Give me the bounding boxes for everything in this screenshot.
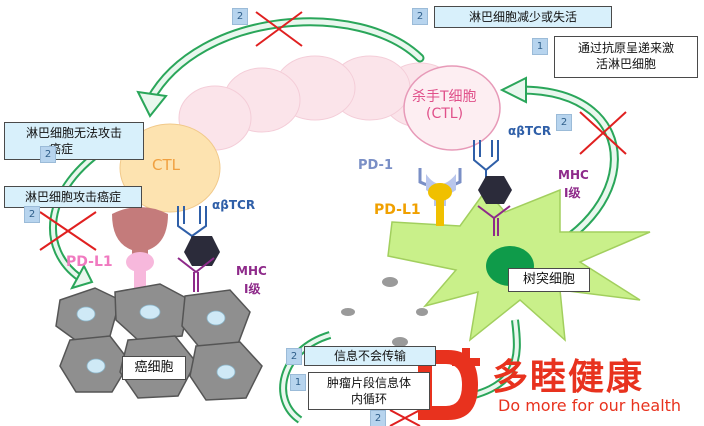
cross-left (39, 211, 97, 251)
cancer-cell-cluster (55, 283, 263, 401)
mhc-right-label: MHC (558, 168, 589, 182)
marker-tumor: 1 (290, 374, 306, 391)
killer-ctl-paren: (CTL) (426, 106, 464, 122)
box-tumor-line1: 肿瘤片段信息体 (309, 375, 429, 391)
mhc-left-label: MHC (236, 264, 267, 278)
tumor-line1-text: 肿瘤片段信息 (326, 376, 399, 390)
pdl1-right-label: PD-L1 (374, 202, 421, 218)
logo-cn: 多睦健康 (492, 357, 645, 398)
marker-bottom: 2 (370, 410, 386, 426)
box-tumor-fragment: 肿瘤片段信息体 内循环 (308, 372, 430, 410)
marker-info: 2 (286, 348, 302, 365)
killer-t-cell (403, 65, 501, 151)
killer-t-label: 杀手T细胞 (412, 89, 477, 105)
pdl1-left-label: PD-L1 (66, 254, 113, 270)
marker-top-left: 2 (232, 8, 248, 25)
mhc-left (177, 257, 215, 292)
cross-right (579, 111, 627, 155)
box-info: 信息不会传输 (304, 346, 436, 366)
cross-bottom (389, 409, 421, 426)
box-lymph-decrease: 淋巴细胞减少或失活 (434, 6, 612, 28)
pd1-receptor-left (112, 207, 168, 292)
debris (341, 277, 428, 347)
mhc-left-class: I级 (244, 282, 261, 296)
box-cannot-attack: 淋巴细胞无法攻击 癌症 (4, 122, 144, 160)
pd1-label: PD-1 (358, 158, 394, 173)
ctl-label: CTL (152, 156, 180, 174)
logo-en: Do more for our health (498, 396, 682, 415)
marker-cannot: 2 (40, 146, 56, 163)
ctl-cell (119, 123, 221, 213)
marker-right-mid: 2 (556, 114, 572, 131)
mhc-right (477, 205, 511, 236)
box-activate-line2: 活淋巴细胞 (595, 57, 656, 71)
arrow-bottom (279, 331, 332, 424)
box-activate-line1: 通过抗原呈递来激 (577, 41, 674, 55)
box-cannot-line2: 癌症 (49, 142, 74, 156)
box-dendritic: 树突细胞 (508, 268, 590, 292)
box-attack-cancer: 淋巴细胞攻击癌症 (4, 186, 142, 208)
antigen-right (478, 176, 512, 204)
tcr-left (177, 206, 207, 252)
box-activate: 通过抗原呈递来激 活淋巴细胞 (554, 36, 698, 78)
tumor-line1-tail: 体 (399, 376, 412, 390)
cross-top (255, 11, 303, 47)
box-cancer-cell: 癌细胞 (122, 356, 186, 380)
antigen-left (184, 236, 220, 266)
box-tumor-line2: 内循环 (350, 392, 387, 406)
abtcr-right-label: αβTCR (508, 124, 552, 138)
pd1-receptor-right (418, 168, 462, 226)
marker-attack: 2 (24, 206, 40, 223)
marker-top-right: 2 (412, 8, 428, 25)
marker-activate: 1 (532, 38, 548, 55)
abtcr-left-label: αβTCR (212, 198, 256, 212)
arrow-top (136, 17, 425, 118)
logo-mark (418, 348, 480, 420)
arrow-left (48, 141, 113, 290)
mhc-right-class: I级 (564, 186, 581, 200)
box-cannot-line1: 淋巴细胞无法攻击 (25, 126, 122, 140)
